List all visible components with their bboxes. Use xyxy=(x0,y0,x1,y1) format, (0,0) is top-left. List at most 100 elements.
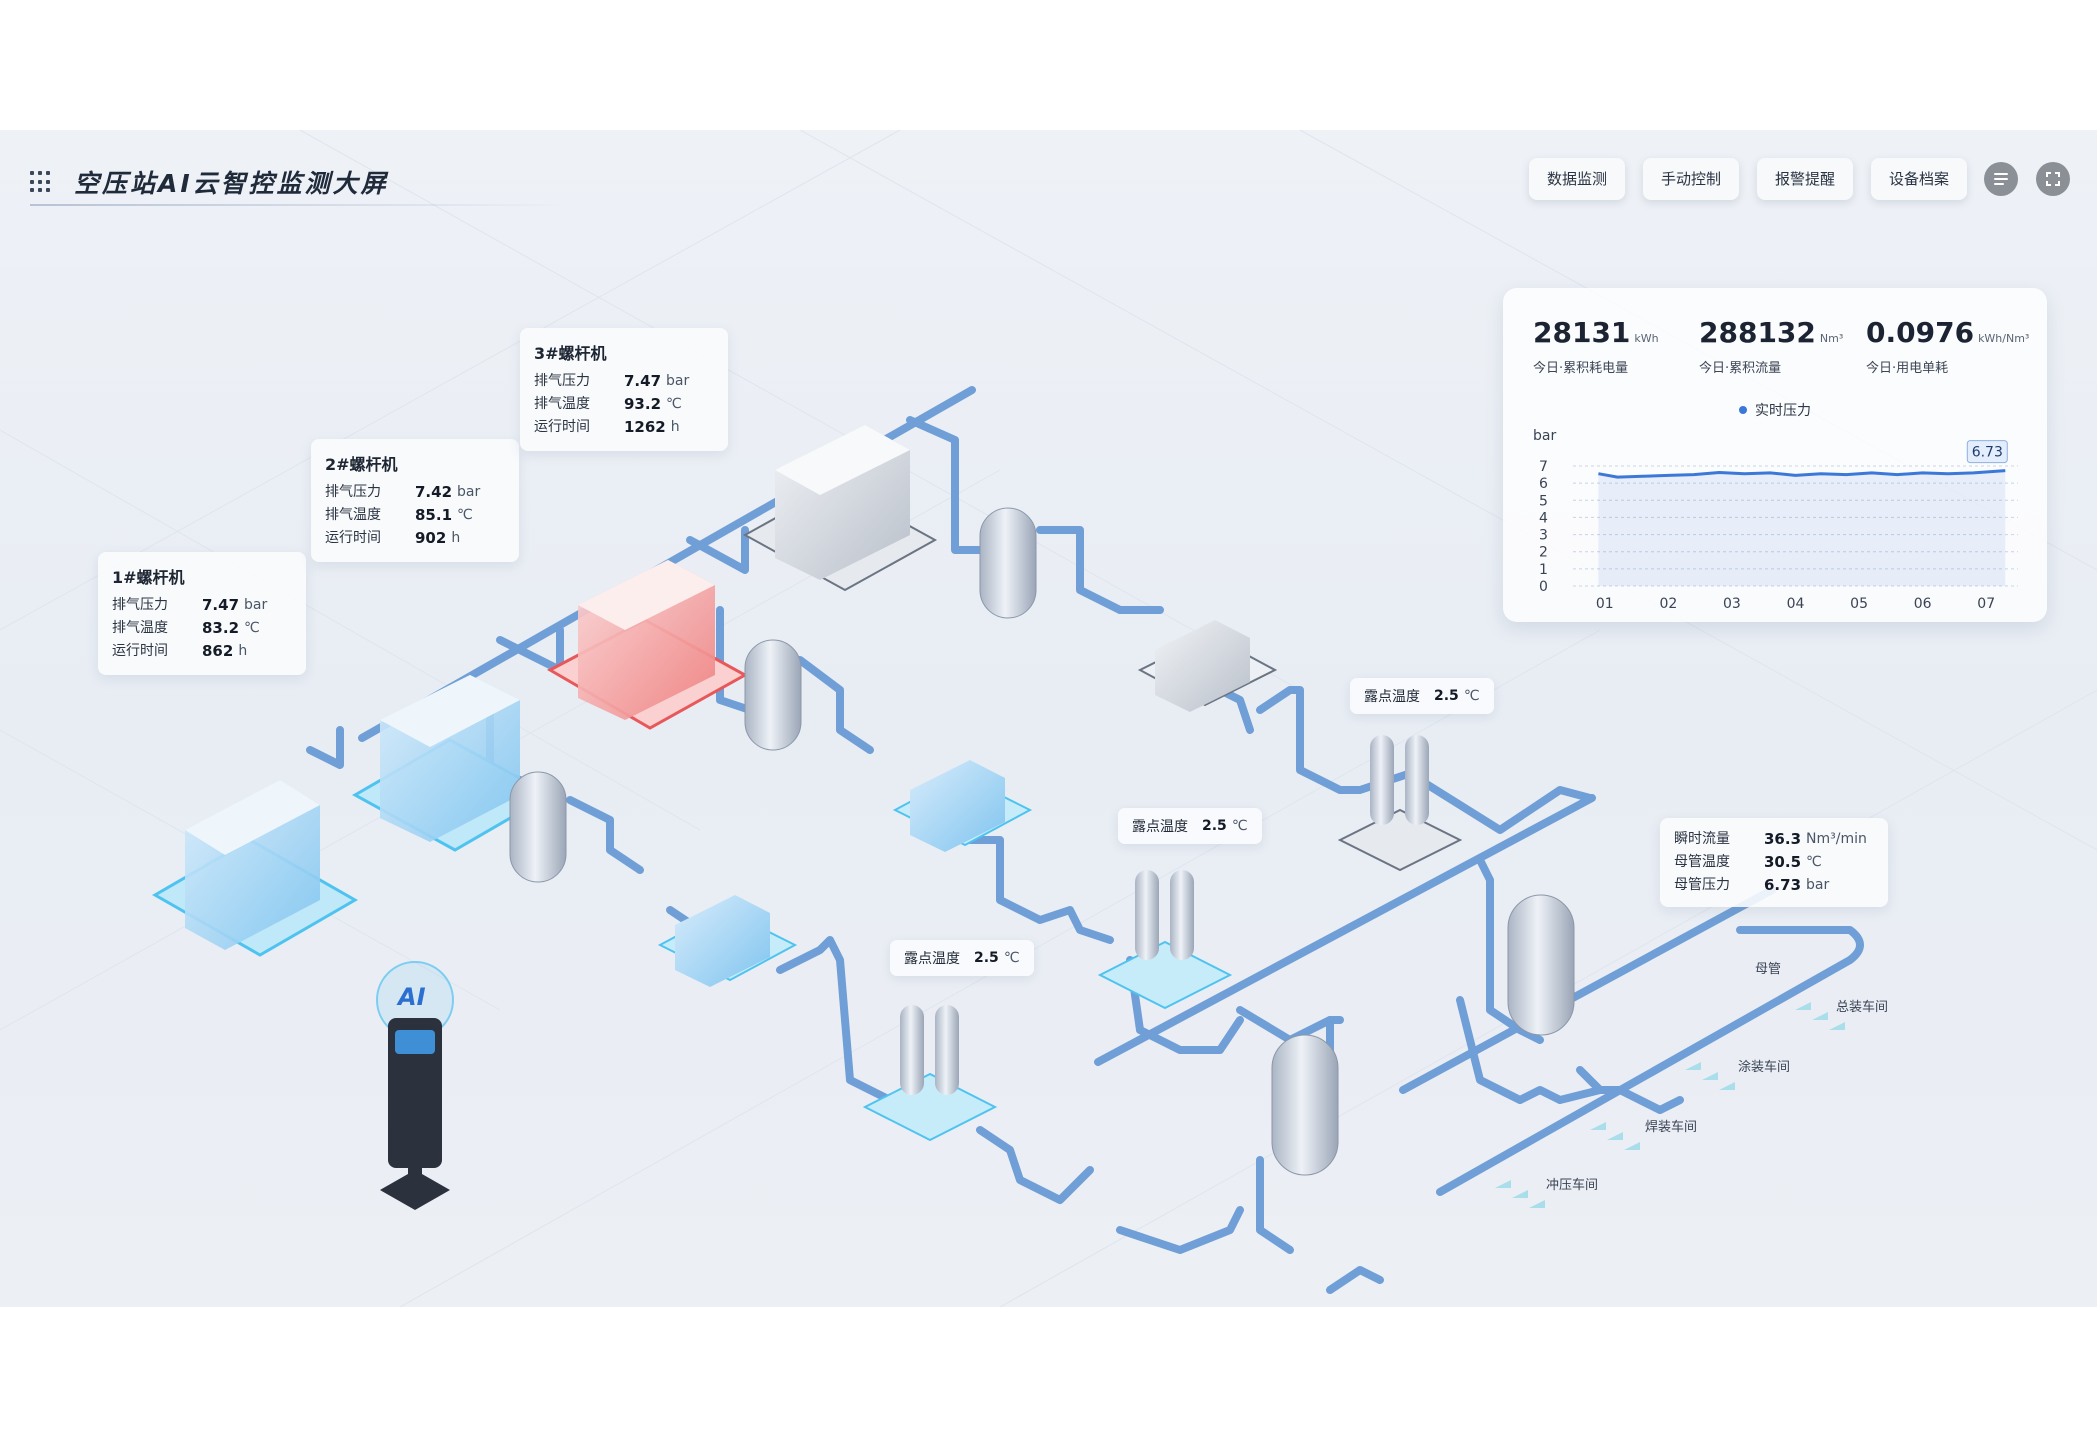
y-tick-label: 7 xyxy=(1539,459,1548,475)
app-grid-icon[interactable] xyxy=(30,171,52,193)
workshop-markers xyxy=(1495,1002,1845,1208)
info-value: 1262 xyxy=(624,418,666,436)
nav-manual-control-button[interactable]: 手动控制 xyxy=(1642,158,1739,200)
nav-data-monitor-button[interactable]: 数据监测 xyxy=(1528,158,1625,200)
compressor-1[interactable] xyxy=(151,780,359,957)
kpi-energy-unit: kWh xyxy=(1634,332,1659,345)
y-tick-label: 3 xyxy=(1539,528,1548,544)
top-nav: 数据监测 手动控制 报警提醒 设备档案 xyxy=(1528,158,1967,200)
page-title: 空压站AI云智控监测大屏 xyxy=(74,169,389,198)
list-menu-button[interactable] xyxy=(1984,162,2018,196)
legend-dot xyxy=(1739,406,1747,414)
y-tick-label: 0 xyxy=(1539,579,1548,595)
kpi-energy-label: 今日·累积耗电量 xyxy=(1533,361,1629,376)
info-label: 排气压力 xyxy=(325,484,381,500)
pressure-line xyxy=(1598,469,2006,479)
x-tick-label: 07 xyxy=(1977,596,1995,612)
chart-legend[interactable]: 实时压力 xyxy=(1739,400,1811,420)
info-unit: h xyxy=(238,643,248,659)
fullscreen-button[interactable] xyxy=(2036,162,2070,196)
workshop-label-assembly[interactable]: 总装车间 xyxy=(1836,1000,1889,1015)
x-tick-label: 04 xyxy=(1787,596,1805,612)
info-label: 排气温度 xyxy=(534,396,590,412)
workshop-label-stamping[interactable]: 冲压车间 xyxy=(1546,1178,1599,1193)
title-underline xyxy=(30,204,570,206)
workshop-label-welding[interactable]: 焊装车间 xyxy=(1645,1120,1698,1135)
dew-unit: ℃ xyxy=(1003,950,1020,966)
compressor-2[interactable] xyxy=(351,675,554,852)
x-tick-label: 03 xyxy=(1723,596,1741,612)
info-value: 83.2 xyxy=(202,619,240,637)
info-unit: h xyxy=(670,419,680,435)
pressure-area xyxy=(1598,470,2006,586)
main-pipe-label: 母管 xyxy=(1755,962,1782,977)
kpi-flow-value: 288132 xyxy=(1699,316,1816,349)
info-label: 瞬时流量 xyxy=(1674,831,1730,847)
dew-point-card-1[interactable]: 露点温度 2.5℃ xyxy=(1350,678,1494,714)
info-label: 母管压力 xyxy=(1674,877,1730,893)
nav-alarm-button[interactable]: 报警提醒 xyxy=(1756,158,1853,200)
info-unit: ℃ xyxy=(666,396,682,412)
info-label: 运行时间 xyxy=(112,643,168,659)
fullscreen-icon xyxy=(2046,172,2060,186)
header: 空压站AI云智控监测大屏 xyxy=(30,164,389,200)
air-tanks xyxy=(509,507,1575,1176)
info-unit: bar xyxy=(244,597,268,613)
kpi-consumption-value: 0.0976 xyxy=(1866,316,1975,349)
workshop-label-painting[interactable]: 涂装车间 xyxy=(1738,1060,1791,1075)
dryer-units xyxy=(657,620,1463,1142)
info-unit: Nm³/min xyxy=(1806,831,1867,847)
info-value: 93.2 xyxy=(624,395,662,413)
info-unit: bar xyxy=(1806,877,1830,893)
dew-label: 露点温度 xyxy=(1132,819,1188,835)
compressor-1-title: 1#螺杆机 xyxy=(112,568,185,587)
y-axis-label: bar xyxy=(1533,428,1556,444)
dew-label: 露点温度 xyxy=(1364,689,1420,705)
info-unit: h xyxy=(451,530,461,546)
y-tick-label: 4 xyxy=(1539,510,1548,526)
info-label: 母管温度 xyxy=(1674,854,1730,870)
info-label: 排气温度 xyxy=(112,620,168,636)
info-unit: bar xyxy=(457,484,481,500)
y-tick-label: 2 xyxy=(1539,545,1548,561)
dew-value: 2.5 xyxy=(1434,688,1459,704)
ai-badge: AI xyxy=(398,983,426,1011)
info-label: 运行时间 xyxy=(325,530,381,546)
info-value: 862 xyxy=(202,642,234,660)
compressor-3-alarm[interactable] xyxy=(546,560,749,730)
info-row: 排气温度 85.1℃ xyxy=(325,504,505,527)
dew-unit: ℃ xyxy=(1463,688,1480,704)
info-label: 排气温度 xyxy=(325,507,381,523)
info-value: 6.73 xyxy=(1764,876,1802,894)
compressor-4[interactable] xyxy=(742,425,938,592)
info-unit: ℃ xyxy=(1806,854,1822,870)
kpi-energy-value: 28131 xyxy=(1533,316,1631,349)
ai-kiosk[interactable] xyxy=(376,961,454,1210)
x-tick-label: 05 xyxy=(1850,596,1868,612)
dew-value: 2.5 xyxy=(974,950,999,966)
x-tick-label: 01 xyxy=(1596,596,1614,612)
info-unit: ℃ xyxy=(244,620,260,636)
info-value: 7.47 xyxy=(624,372,662,390)
nav-device-archive-button[interactable]: 设备档案 xyxy=(1870,158,1967,200)
dew-unit: ℃ xyxy=(1231,818,1248,834)
info-label: 排气压力 xyxy=(112,597,168,613)
info-value: 36.3 xyxy=(1764,830,1802,848)
info-label: 运行时间 xyxy=(534,419,590,435)
info-row: 排气温度 83.2℃ xyxy=(112,617,292,640)
y-tick-label: 6 xyxy=(1539,476,1548,492)
info-unit: ℃ xyxy=(457,507,473,523)
info-value: 85.1 xyxy=(415,506,453,524)
